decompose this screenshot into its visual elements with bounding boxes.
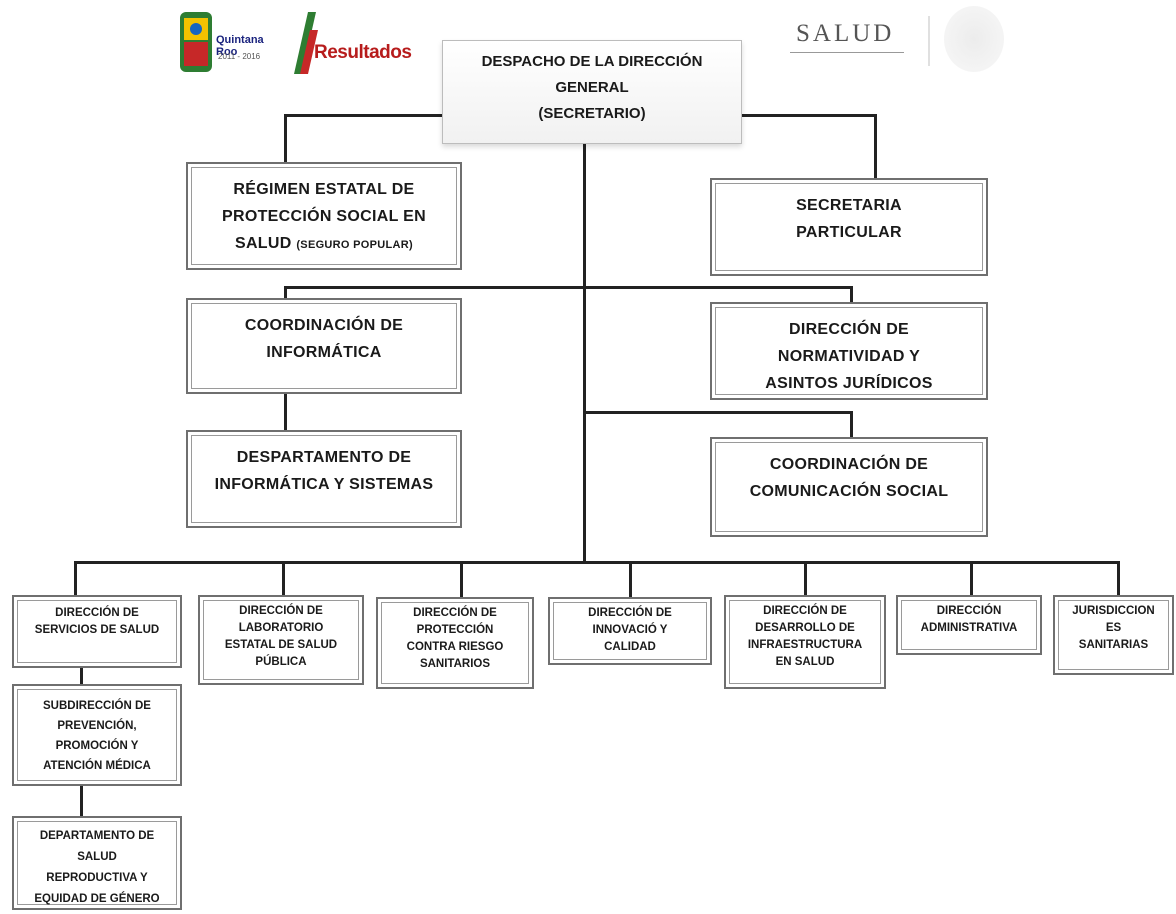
departamento-salud-reproductiva-label: DEPARTAMENTO DE SALUD REPRODUCTIVA Y EQU… [34,830,160,905]
connector-regimen-drop [284,114,287,164]
jurisdicciones-sanitarias-box: JURISDICCION ES SANITARIAS [1053,595,1174,675]
connector-informatica-depto [284,394,287,432]
connector-drop-servicios [74,561,77,597]
salud-logo: SALUD [796,20,895,47]
connector-drop-administrativa [970,561,973,597]
connector-secretaria-drop [874,114,877,180]
secretaria-particular-box: SECRETARIA PARTICULAR [710,178,988,276]
connector-drop-innovacion [629,561,632,599]
regimen-estatal-box: RÉGIMEN ESTATAL DE PROTECCIÓN SOCIAL EN … [186,162,462,270]
regimen-estatal-sublabel: (SEGURO POPULAR) [296,239,413,251]
direccion-laboratorio-label: DIRECCIÓN DE LABORATORIO ESTATAL DE SALU… [224,605,338,668]
connector-normatividad-drop [850,286,853,304]
resultados-emblem [294,12,318,74]
direccion-proteccion-label: DIRECCIÓN DE PROTECCIÓN CONTRA RIESGO SA… [406,607,504,670]
connector-servicios-subdir [80,668,83,686]
connector-root-right [742,114,876,117]
regimen-estatal-label: RÉGIMEN ESTATAL DE PROTECCIÓN SOCIAL EN … [222,181,426,252]
resultados-text: Resultados [314,42,412,63]
direccion-infraestructura-box: DIRECCIÓN DE DESARROLLO DE INFRAESTRUCTU… [724,595,886,689]
direccion-normatividad-label: DIRECCIÓN DE NORMATIVIDAD Y ASINTOS JURÍ… [765,321,933,392]
subdireccion-prevencion-box: SUBDIRECCIÓN DE PREVENCIÓN, PROMOCIÓN Y … [12,684,182,786]
quintana-roo-emblem [180,12,212,72]
quintana-roo-logo: Quintana Roo 2011 - 2016 [178,8,276,76]
direccion-innovacion-box: DIRECCIÓN DE INNOVACIÓ Y CALIDAD [548,597,712,665]
connector-trunk [583,144,586,564]
salud-logo-divider [928,16,930,66]
quintana-roo-period: 2011 - 2016 [218,52,261,61]
connector-subdir-depto [80,786,83,818]
subdireccion-prevencion-label: SUBDIRECCIÓN DE PREVENCIÓN, PROMOCIÓN Y … [43,700,151,772]
direccion-laboratorio-box: DIRECCIÓN DE LABORATORIO ESTATAL DE SALU… [198,595,364,685]
despacho-direccion-general-label: DESPACHO DE LA DIRECCIÓN GENERAL (SECRET… [481,53,703,122]
connector-comunicacion-drop [850,411,853,439]
direccion-administrativa-box: DIRECCIÓN ADMINISTRATIVA [896,595,1042,655]
connector-root-left [284,114,442,117]
coordinacion-comunicacion-box: COORDINACIÓN DE COMUNICACIÓN SOCIAL [710,437,988,537]
direccion-infraestructura-label: DIRECCIÓN DE DESARROLLO DE INFRAESTRUCTU… [747,605,863,668]
connector-comunicacion-bar [583,411,853,414]
departamento-informatica-box: DESPARTAMENTO DE INFORMÁTICA Y SISTEMAS [186,430,462,528]
mexico-shield-icon [944,6,1004,72]
jurisdicciones-sanitarias-label: JURISDICCION ES SANITARIAS [1072,605,1155,651]
connector-drop-laboratorio [282,561,285,597]
departamento-salud-reproductiva-box: DEPARTAMENTO DE SALUD REPRODUCTIVA Y EQU… [12,816,182,910]
connector-drop-infraestructura [804,561,807,597]
secretaria-particular-label: SECRETARIA PARTICULAR [796,197,902,241]
connector-level2-bar [284,286,852,289]
connector-coord-informatica-drop [284,286,287,300]
direccion-innovacion-label: DIRECCIÓN DE INNOVACIÓ Y CALIDAD [588,607,672,653]
connector-drop-proteccion [460,561,463,599]
quintana-roo-name: Quintana Roo [216,34,264,58]
direccion-servicios-box: DIRECCIÓN DE SERVICIOS DE SALUD [12,595,182,668]
direccion-proteccion-box: DIRECCIÓN DE PROTECCIÓN CONTRA RIESGO SA… [376,597,534,689]
direccion-normatividad-box: DIRECCIÓN DE NORMATIVIDAD Y ASINTOS JURÍ… [710,302,988,400]
coordinacion-informatica-label: COORDINACIÓN DE INFORMÁTICA [244,317,404,361]
connector-bottom-bar [74,561,1120,564]
connector-drop-jurisdicciones [1117,561,1120,597]
direccion-servicios-label: DIRECCIÓN DE SERVICIOS DE SALUD [34,607,160,636]
despacho-direccion-general-box: DESPACHO DE LA DIRECCIÓN GENERAL (SECRET… [442,40,742,144]
coordinacion-informatica-box: COORDINACIÓN DE INFORMÁTICA [186,298,462,394]
coordinacion-comunicacion-label: COORDINACIÓN DE COMUNICACIÓN SOCIAL [749,456,949,500]
departamento-informatica-label: DESPARTAMENTO DE INFORMÁTICA Y SISTEMAS [214,449,434,493]
salud-logo-underline [790,52,904,53]
direccion-administrativa-label: DIRECCIÓN ADMINISTRATIVA [920,605,1018,634]
resultados-logo: Resultados [290,10,412,76]
